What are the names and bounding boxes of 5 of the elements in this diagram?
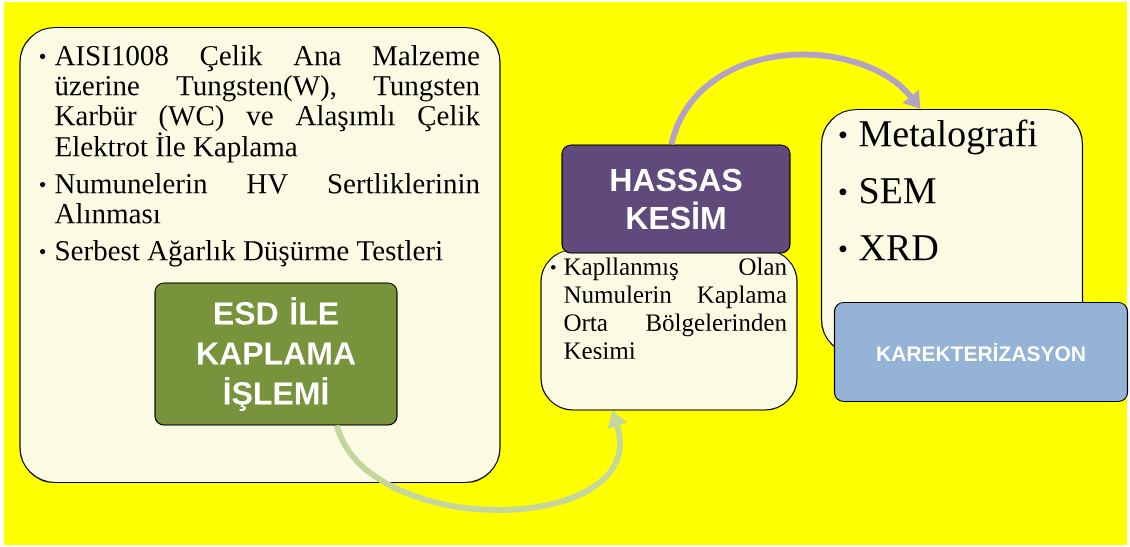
step-box: KAREKTERİZASYON bbox=[833, 301, 1129, 403]
step-box: HASSAS KESİM bbox=[561, 144, 791, 254]
text-panel: Kapllanmış Olan Numulerin Kaplama Orta Bölgelerinden Kesimi bbox=[540, 249, 798, 411]
curved-arrow bbox=[668, 51, 921, 146]
step-box: ESD İLE KAPLAMA İŞLEMİ bbox=[154, 282, 398, 426]
